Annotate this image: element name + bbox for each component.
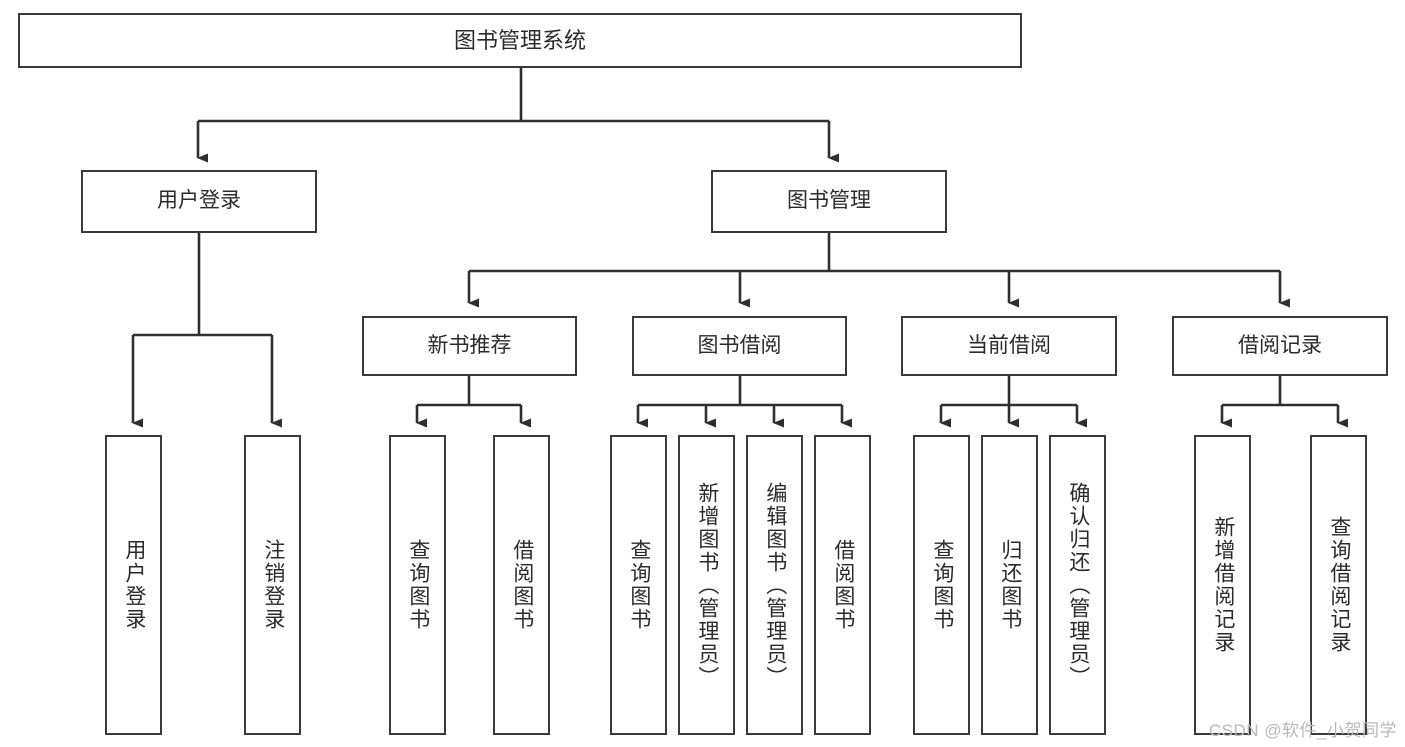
node-label: 新增借阅记录 [1211,516,1235,654]
node-label: 借阅图书 [831,539,855,631]
node-label: 归还图书 [998,539,1022,631]
node-label: 新增图书（管理员） [695,481,719,689]
node-new-book-recommend[interactable]: 新书推荐 [362,316,577,376]
node-book-borrow[interactable]: 图书借阅 [632,316,847,376]
node-user-login[interactable]: 用户登录 [81,170,317,233]
node-current-borrow[interactable]: 当前借阅 [901,316,1117,376]
node-label: 图书管理系统 [453,27,586,53]
node-label: 当前借阅 [967,333,1051,357]
leaf-current-borrow-confirm-return[interactable]: 确认归还（管理员） [1049,435,1106,735]
node-label: 注销登录 [261,539,285,631]
leaf-user-login-login[interactable]: 用户登录 [105,435,162,735]
leaf-current-borrow-query[interactable]: 查询图书 [913,435,970,735]
leaf-new-book-query[interactable]: 查询图书 [389,435,446,735]
node-label: 借阅图书 [510,539,534,631]
node-label: 查询借阅记录 [1327,516,1351,654]
leaf-new-book-borrow[interactable]: 借阅图书 [493,435,550,735]
node-label: 编辑图书（管理员） [763,481,787,689]
node-label: 确认归还（管理员） [1066,481,1090,689]
leaf-user-login-logout[interactable]: 注销登录 [244,435,301,735]
node-label: 用户登录 [122,539,146,631]
leaf-current-borrow-return[interactable]: 归还图书 [981,435,1038,735]
leaf-book-borrow-edit[interactable]: 编辑图书（管理员） [746,435,803,735]
leaf-borrow-record-query[interactable]: 查询借阅记录 [1310,435,1367,735]
node-label: 用户登录 [157,189,241,213]
leaf-book-borrow-lend[interactable]: 借阅图书 [814,435,871,735]
node-label: 查询图书 [930,539,954,631]
leaf-book-borrow-query[interactable]: 查询图书 [610,435,667,735]
node-label: 查询图书 [627,539,651,631]
csdn-watermark: CSDN @软件_小贺同学 [1208,721,1397,740]
leaf-book-borrow-add[interactable]: 新增图书（管理员） [678,435,735,735]
node-book-management[interactable]: 图书管理 [711,170,947,233]
node-label: 查询图书 [406,539,430,631]
node-label: 图书管理 [787,189,871,213]
node-label: 新书推荐 [427,333,512,357]
node-root-system[interactable]: 图书管理系统 [18,13,1022,68]
node-label: 借阅记录 [1238,333,1322,357]
node-borrow-record[interactable]: 借阅记录 [1172,316,1388,376]
leaf-borrow-record-add[interactable]: 新增借阅记录 [1194,435,1251,735]
node-label: 图书借阅 [697,333,782,357]
